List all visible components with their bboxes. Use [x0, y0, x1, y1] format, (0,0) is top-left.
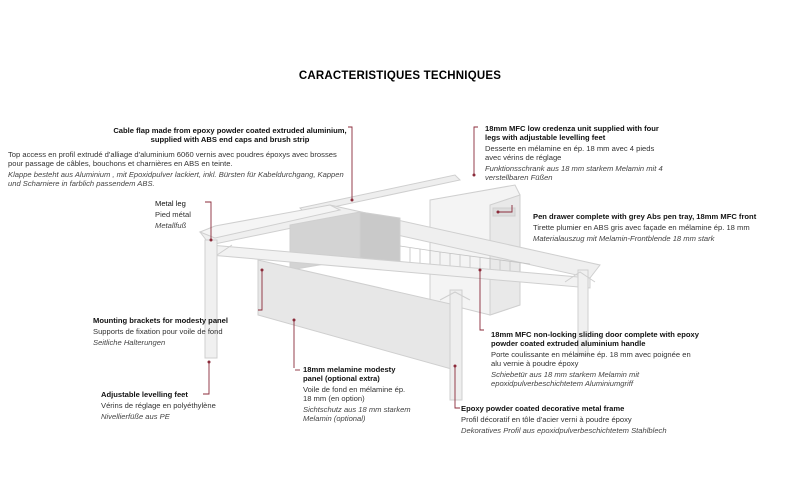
annotation-cable-flap-en: Cable flap made from epoxy powder coated… [110, 126, 350, 144]
cable-flap-fr: Top access en profil extrudé d'alliage d… [8, 150, 337, 168]
metal-leg-de: Metallfuß [155, 221, 187, 230]
cable-flap-de: Klappe besteht aus Aluminium , mit Epoxi… [8, 170, 344, 188]
modesty-panel-fr: Voile de fond en mélamine ép. 18 mm (en … [303, 385, 406, 403]
page-title: CARACTERISTIQUES TECHNIQUES [298, 70, 502, 82]
annotation-metal-leg: Metal leg Pied métal Metallfuß [155, 199, 215, 230]
leader-dots [207, 173, 500, 368]
mounting-brackets-en: Mounting brackets for modesty panel [93, 316, 229, 325]
modesty-panel-de: Sichtschutz aus 18 mm starkem Melamin (o… [303, 405, 411, 423]
annotation-pen-drawer: Pen drawer complete with grey Abs pen tr… [533, 212, 758, 243]
mounting-brackets-de: Seitliche Halterungen [93, 338, 166, 347]
mounting-brackets-fr: Supports de fixation pour voile de fond [93, 327, 223, 336]
metal-leg-en: Metal leg [155, 199, 186, 208]
right-front-leg [449, 289, 463, 401]
annotation-levelling-feet: Adjustable levelling feet Vérins de régl… [101, 390, 261, 421]
annotation-modesty-panel: 18mm melamine modesty panel (optional ex… [303, 365, 413, 423]
modesty-panel-en: 18mm melamine modesty panel (optional ex… [303, 365, 396, 383]
credenza-en: 18mm MFC low credenza unit supplied with… [485, 124, 659, 142]
annotation-cable-flap: Top access en profil extrudé d'alliage d… [8, 148, 348, 188]
sliding-door-fr: Porte coulissante en mélamine ép. 18 mm … [491, 350, 691, 368]
pen-drawer-de: Materialauszug mit Melamin-Frontblende 1… [533, 234, 715, 243]
modesty-panel-shape [257, 259, 456, 371]
cable-flap-en: Cable flap made from epoxy powder coated… [113, 126, 347, 144]
right-back-leg [577, 269, 589, 356]
credenza-fr: Desserte en mélamine en ép. 18 mm avec 4… [485, 144, 655, 162]
annotation-decorative-frame: Epoxy powder coated decorative metal fra… [461, 404, 676, 435]
sliding-door-en: 18mm MFC non-locking sliding door comple… [491, 330, 700, 348]
decorative-frame-en: Epoxy powder coated decorative metal fra… [461, 404, 625, 413]
credenza-de: Funktionsschrank aus 18 mm starkem Melam… [485, 164, 663, 182]
levelling-feet-en: Adjustable levelling feet [101, 390, 188, 399]
sliding-door-de: Schiebetür aus 18 mm starkem Melamin mit… [491, 370, 640, 388]
levelling-feet-de: Nivellierfüße aus PE [101, 412, 170, 421]
levelling-feet-fr: Vérins de réglage en polyéthylène [101, 401, 216, 410]
decorative-frame-de: Dekoratives Profil aus epoxidpulverbesch… [461, 426, 667, 435]
pen-drawer-fr: Tirette plumier en ABS gris avec façade … [533, 223, 750, 232]
pen-drawer-en: Pen drawer complete with grey Abs pen tr… [533, 212, 757, 221]
annotation-mounting-brackets: Mounting brackets for modesty panel Supp… [93, 316, 263, 347]
annotation-sliding-door: 18mm MFC non-locking sliding door comple… [491, 330, 701, 388]
desk-frame [198, 174, 601, 401]
annotation-credenza: 18mm MFC low credenza unit supplied with… [485, 124, 665, 182]
decorative-frame-fr: Profil décoratif en tôle d'acier verni à… [461, 415, 632, 424]
leader-lines [203, 126, 513, 409]
metal-leg-fr: Pied métal [155, 210, 191, 219]
